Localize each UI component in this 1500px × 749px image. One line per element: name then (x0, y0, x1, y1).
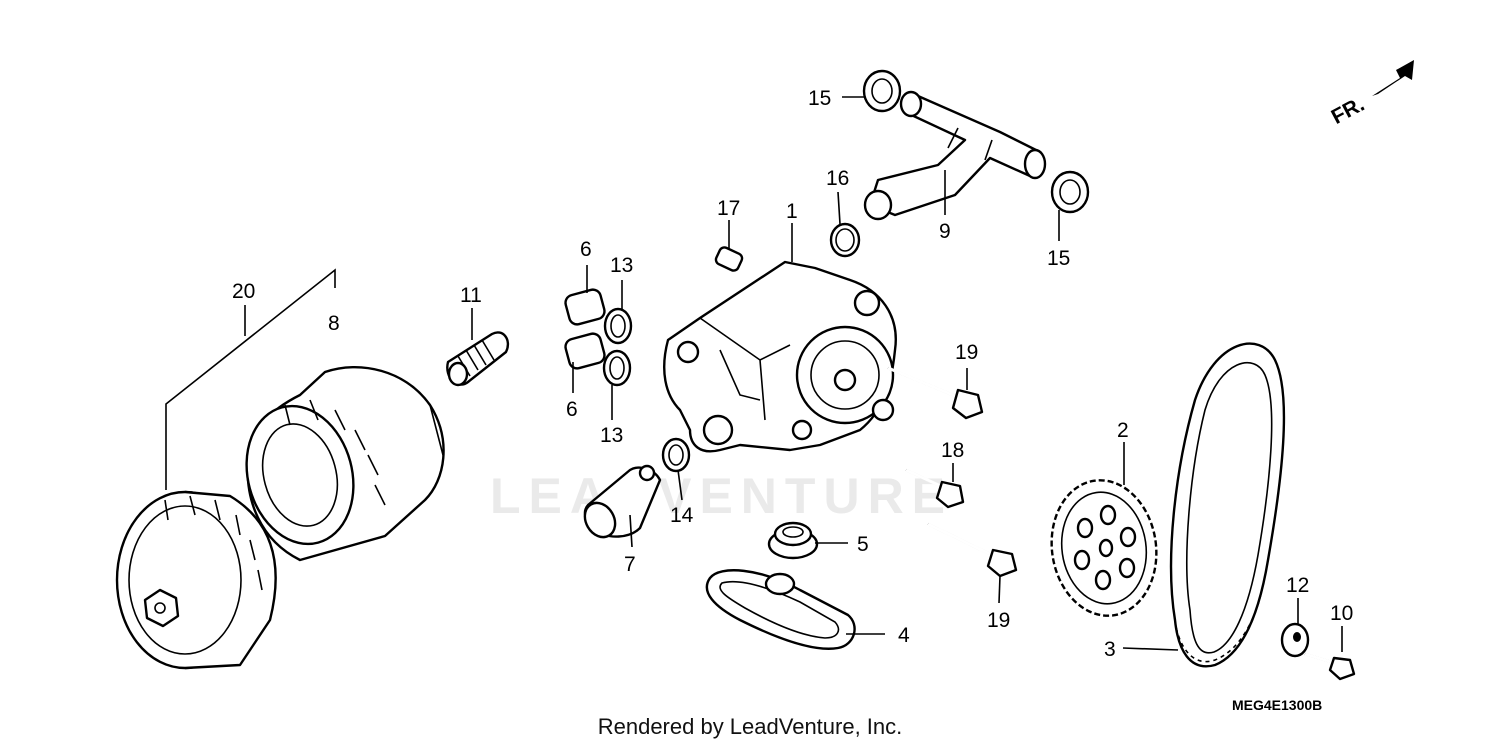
callout-5: 5 (857, 533, 869, 556)
grommet (767, 521, 819, 560)
dowel-pins (564, 288, 606, 370)
callout-18: 18 (941, 439, 964, 462)
callout-20: 20 (232, 280, 255, 303)
small-dowel (714, 246, 744, 272)
sprocket-bolt (1304, 652, 1356, 681)
washer (1280, 622, 1310, 658)
callout-10: 10 (1330, 602, 1353, 625)
callout-12: 12 (1286, 574, 1309, 597)
callout-14: 14 (670, 504, 694, 527)
oil-pipe-tee (863, 90, 1047, 221)
flange-bolt-upper (887, 366, 984, 420)
o-ring-14 (661, 437, 691, 473)
callout-6b: 6 (566, 398, 578, 421)
oil-filter (245, 365, 445, 562)
relief-valve (583, 464, 662, 539)
callout-6a: 6 (580, 238, 592, 261)
callout-3: 3 (1104, 638, 1116, 661)
callout-13b: 13 (600, 424, 623, 447)
seal-right (1050, 170, 1090, 214)
render-credit: Rendered by LeadVenture, Inc. (597, 714, 903, 739)
callout-15b: 15 (1047, 247, 1070, 270)
callout-17: 17 (717, 197, 740, 220)
callout-7: 7 (624, 553, 636, 576)
callout-4: 4 (898, 624, 910, 647)
callout-labels: 1 2 3 4 5 6 6 7 8 9 10 11 12 13 13 14 15… (232, 87, 1353, 661)
oil-strainer (705, 569, 856, 650)
callout-16: 16 (826, 167, 849, 190)
stud-bolt (446, 331, 510, 387)
o-ring-16 (829, 222, 861, 258)
leader-lines (471, 96, 1343, 652)
watermark: LEADVENTURE (490, 468, 953, 524)
callout-11: 11 (460, 284, 482, 307)
callout-13a: 13 (610, 254, 633, 277)
callout-19a: 19 (955, 341, 978, 364)
callout-2: 2 (1117, 419, 1129, 442)
front-direction-label: FR. (1328, 93, 1369, 129)
oil-pump-sprocket (1050, 479, 1158, 617)
flange-bolt-short (905, 468, 965, 509)
oil-pump-drive-chain (1169, 342, 1286, 668)
front-direction-arrow: FR. (1328, 60, 1414, 129)
callout-9: 9 (939, 220, 951, 243)
diagram-code: MEG4E1300B (1232, 697, 1322, 713)
flange-bolt-lower (927, 522, 1018, 578)
o-rings (602, 307, 633, 387)
seal-upper (862, 69, 902, 113)
oil-filter-assembly (115, 268, 336, 670)
callout-15a: 15 (808, 87, 831, 110)
callout-1: 1 (786, 200, 798, 223)
callout-8: 8 (328, 312, 340, 335)
callout-19b: 19 (987, 609, 1010, 632)
oil-pump-body (663, 260, 897, 453)
